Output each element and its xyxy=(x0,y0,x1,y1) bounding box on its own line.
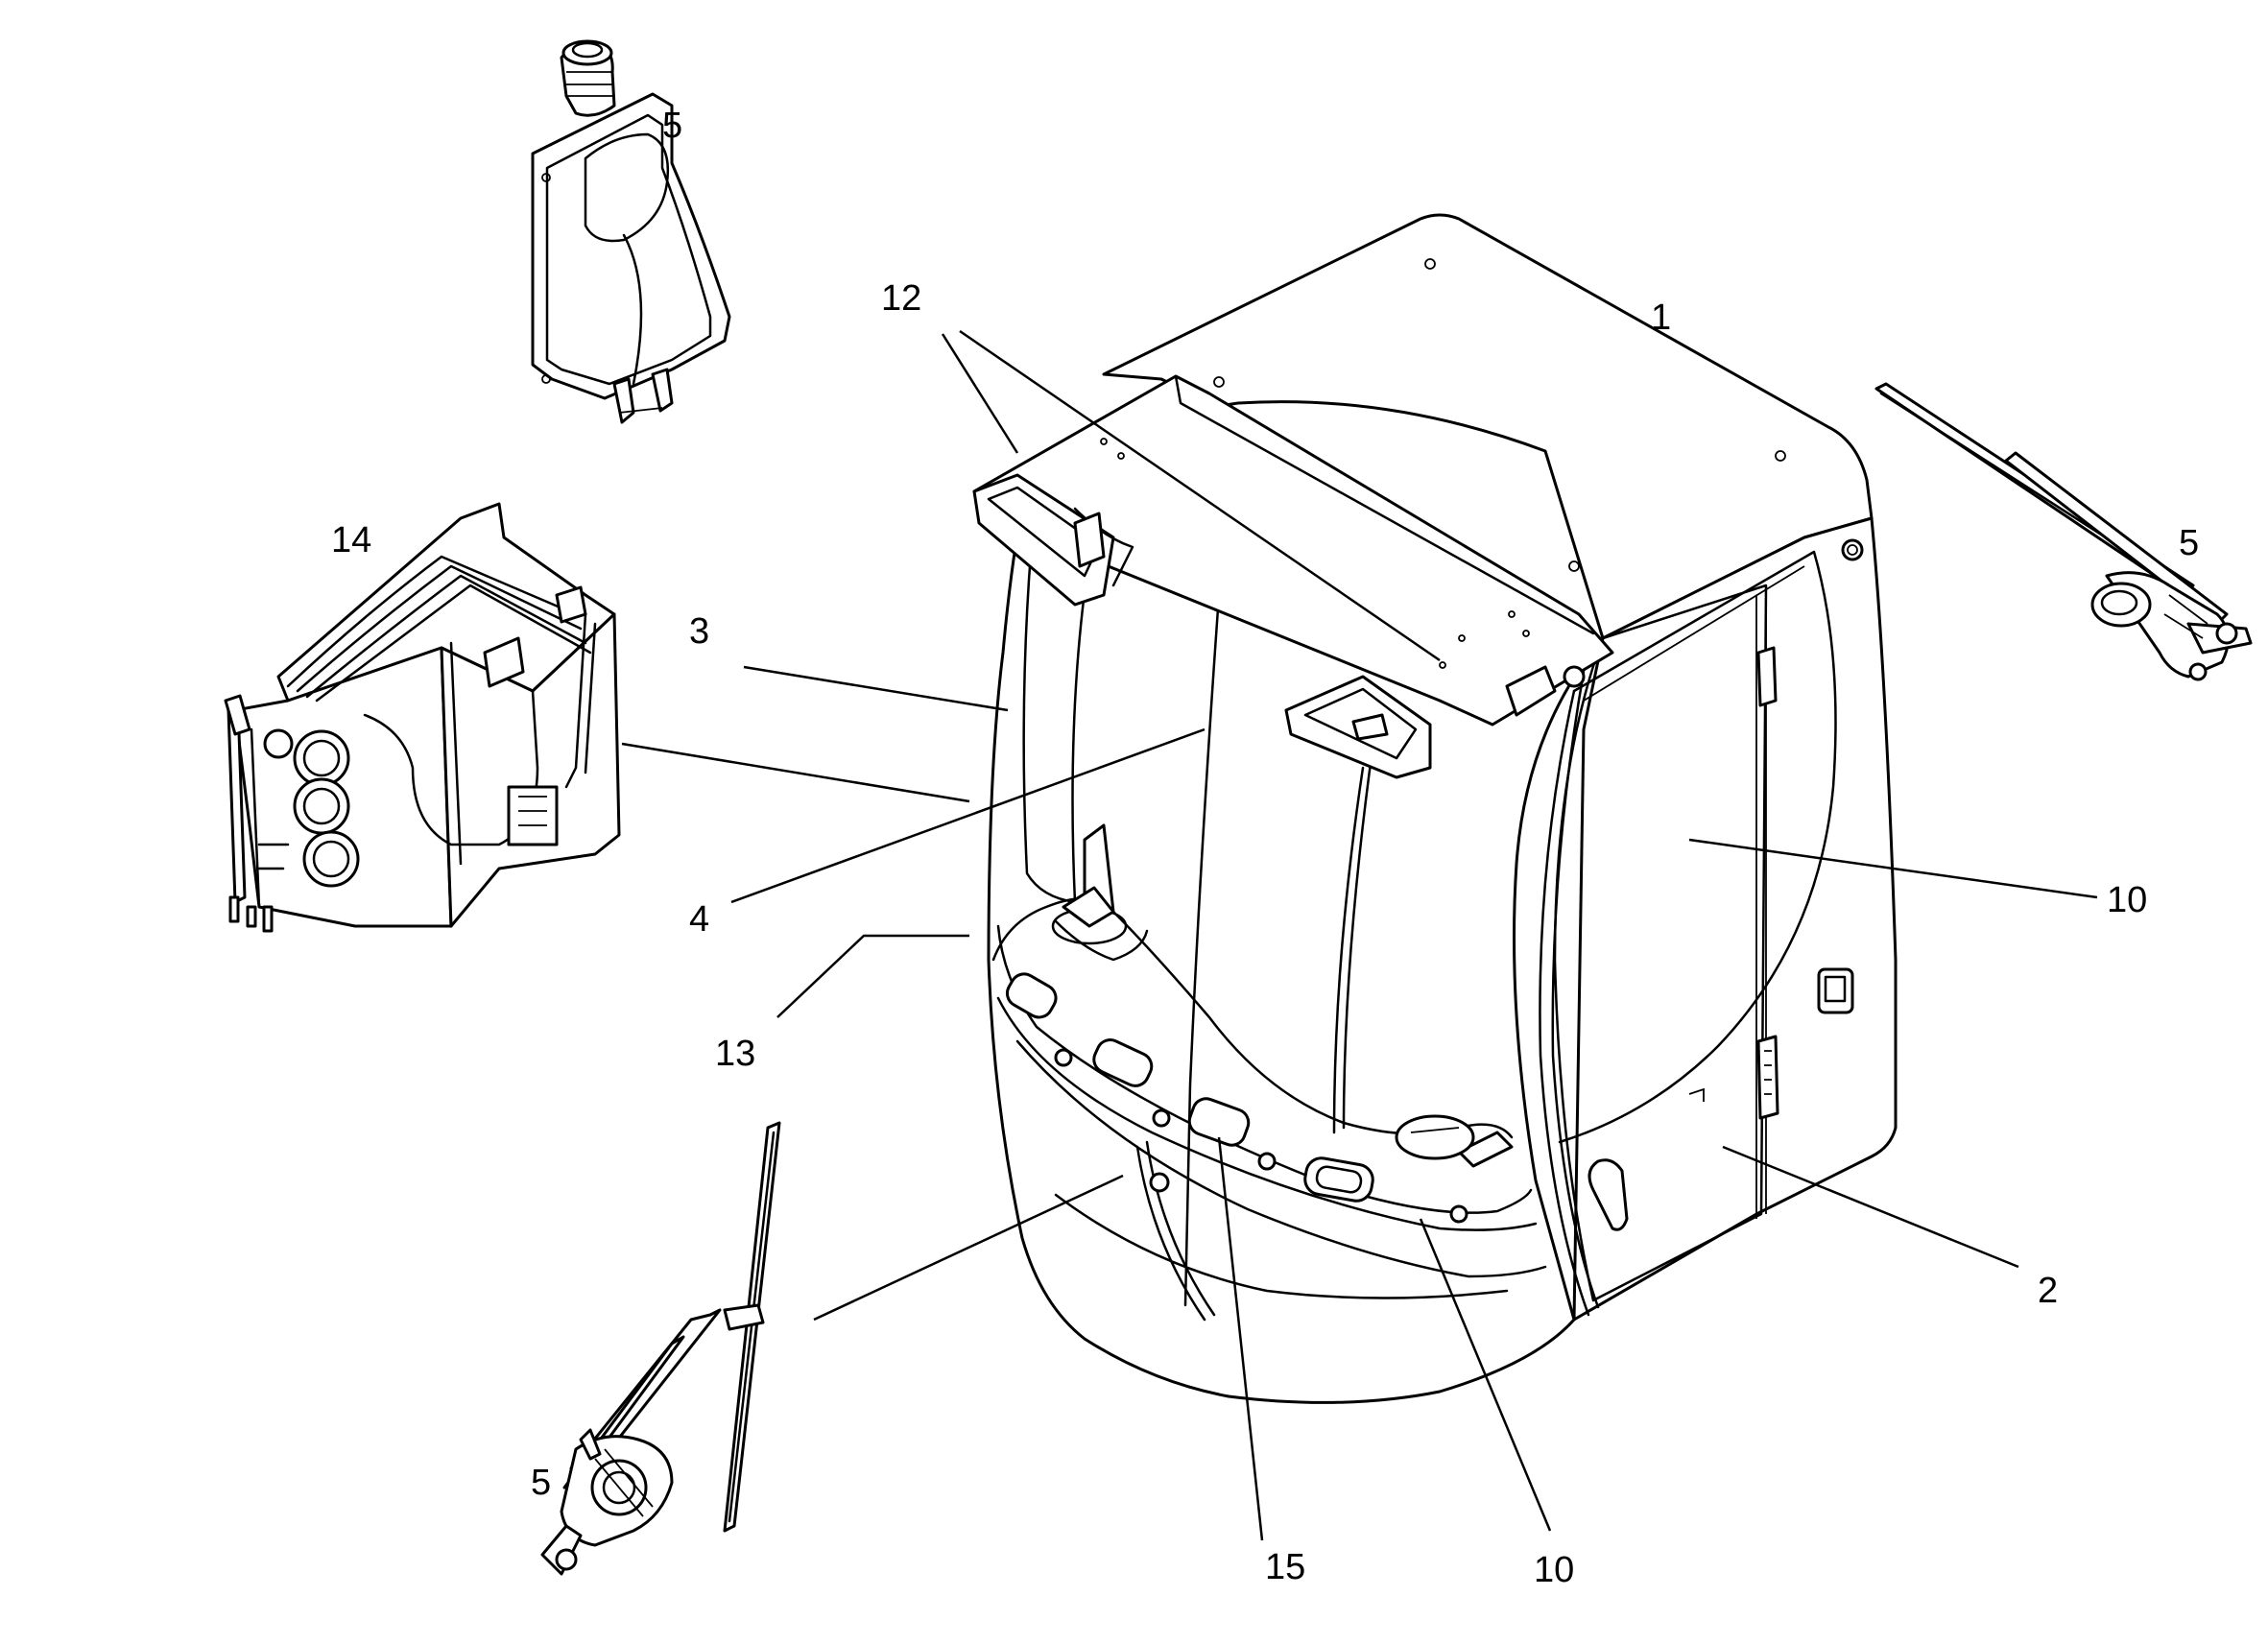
vent-2 xyxy=(1092,1038,1154,1087)
callout-14: 14 xyxy=(331,520,371,560)
callout-10-door: 10 xyxy=(2107,880,2147,920)
rear-wiper-assembly xyxy=(1874,382,2253,681)
callout-2: 2 xyxy=(2038,1271,2058,1311)
roof-bolt xyxy=(1424,258,1436,270)
leader-lines xyxy=(621,329,2098,1541)
rear-wiper-arm xyxy=(2004,451,2229,626)
callout-15: 15 xyxy=(1265,1547,1305,1587)
roof-bolt xyxy=(1213,376,1225,388)
door-window xyxy=(1558,550,1837,1144)
roof-air-duct xyxy=(972,374,1614,779)
leader-13 xyxy=(776,934,969,1018)
leader-12b xyxy=(959,329,1441,662)
cab-left-pillar xyxy=(1022,488,1096,904)
door-handle xyxy=(1588,1158,1629,1231)
leader-10-door xyxy=(1688,838,2098,899)
washer-tank xyxy=(531,39,731,424)
callout-10-bottom: 10 xyxy=(1534,1550,1574,1590)
cab-right-wall xyxy=(1572,516,1898,1322)
callout-1: 1 xyxy=(1651,298,1671,338)
leader-4 xyxy=(730,727,1206,904)
heater-unit xyxy=(224,502,621,933)
heater-vent-1 xyxy=(293,729,350,787)
callout-5-rear-wiper: 5 xyxy=(2179,523,2199,563)
vent-3 xyxy=(1187,1097,1251,1147)
front-wiper-assembly xyxy=(540,1121,781,1576)
callout-4: 4 xyxy=(689,899,709,940)
heater-vent-3 xyxy=(302,830,360,888)
leader-15 xyxy=(1217,1136,1264,1541)
leader-3 xyxy=(743,665,1009,712)
cab-body xyxy=(987,213,1898,1404)
roof-bolt xyxy=(1775,450,1786,462)
callout-5-tank: 5 xyxy=(662,106,682,146)
callout-13: 13 xyxy=(715,1034,755,1074)
callout-3: 3 xyxy=(689,611,709,652)
bottom-grille xyxy=(1457,1131,1514,1168)
callout-12: 12 xyxy=(881,278,921,319)
callouts: 1 12 5 14 3 4 13 5 10 2 5 15 10 xyxy=(331,106,2199,1590)
cab-door-panel xyxy=(1553,584,1768,1302)
front-dash-vents xyxy=(1005,972,1514,1224)
leader-2 xyxy=(1722,1145,2019,1269)
leader-front-wiper xyxy=(813,1174,1124,1322)
leader-12a xyxy=(941,333,1019,454)
leader-10-bottom xyxy=(1419,1218,1552,1532)
heater-vent-2 xyxy=(293,777,350,835)
vent-1 xyxy=(1005,972,1058,1019)
callout-5-front-wiper: 5 xyxy=(531,1463,551,1503)
roof-bolt xyxy=(1568,560,1580,572)
leader-14 xyxy=(621,742,970,803)
